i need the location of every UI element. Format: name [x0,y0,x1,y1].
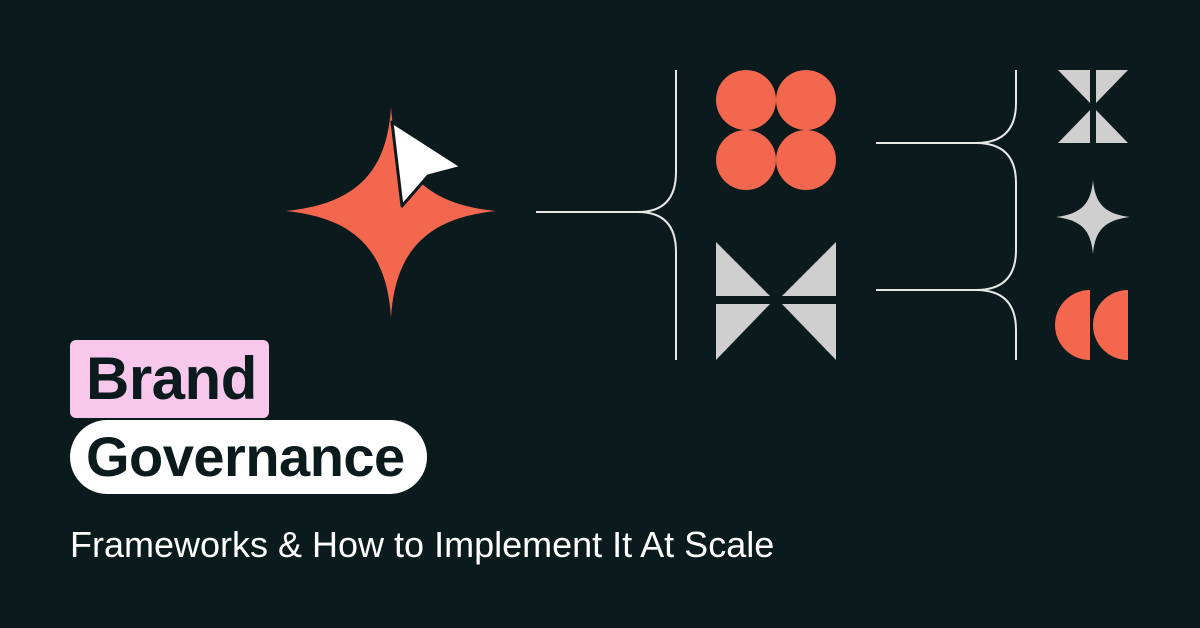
subtitle: Frameworks & How to Implement It At Scal… [70,524,775,565]
cursor-arrow-icon [390,120,464,208]
connector-line [536,70,677,360]
title-line-brand: Brand [70,340,269,418]
sparkle-icon [286,107,496,318]
bowtie-icon [716,242,836,360]
title-line-governance: Governance [70,420,427,494]
connector-line [876,70,1017,360]
four-circles-icon [716,70,836,190]
small-sparkle-icon [1056,180,1130,254]
half-circles-icon [1055,290,1128,360]
hourglass-icon [1058,70,1128,143]
title: Brand Governance [70,340,427,494]
